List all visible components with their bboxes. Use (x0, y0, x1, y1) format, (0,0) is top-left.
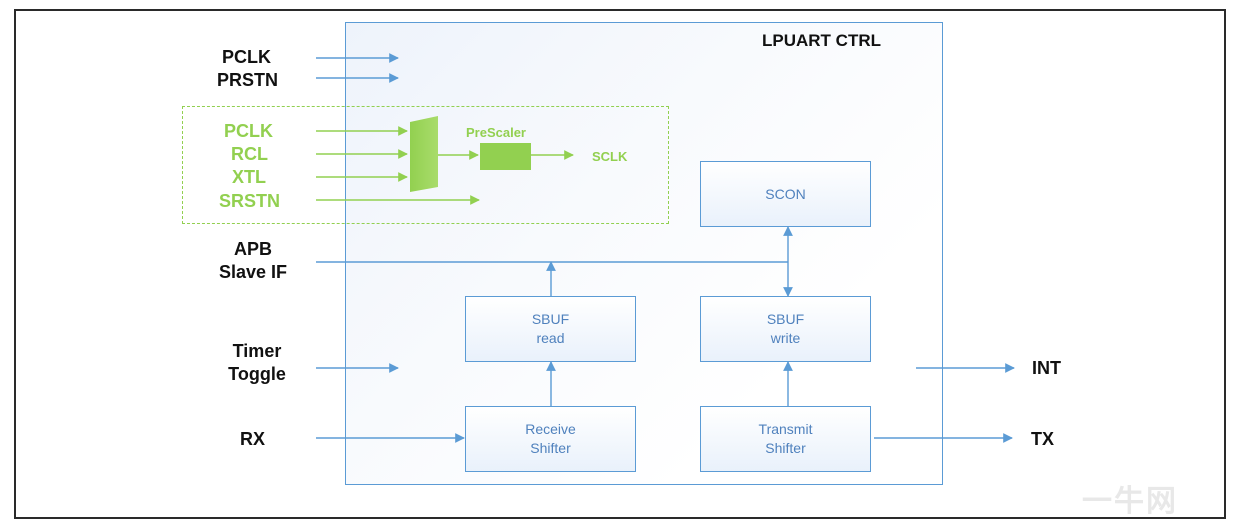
scon-label: SCON (765, 185, 806, 202)
input-pclk-label: PCLK (222, 47, 271, 67)
apb-slave-if-label: APB Slave IF (208, 238, 298, 284)
timer-label-line1: Timer (232, 341, 282, 361)
lpuart-ctrl-title: LPUART CTRL (762, 31, 881, 50)
prescaler-block (480, 143, 531, 170)
clk-xtl-label: XTL (232, 167, 266, 187)
sbuf-write-line2: write (770, 330, 801, 346)
clk-pclk-label: PCLK (224, 121, 273, 141)
clk-rcl-label: RCL (231, 144, 268, 164)
clock-mux (410, 116, 438, 192)
clock-group-box (182, 106, 669, 224)
sclk-label: SCLK (592, 149, 628, 164)
sbuf-write-line1: SBUF (766, 311, 805, 327)
receive-shifter-line2: Shifter (530, 440, 571, 456)
diagram-frame (14, 9, 1226, 519)
tx-label: TX (1031, 429, 1055, 449)
int-label: INT (1032, 358, 1061, 378)
apb-label-line1: APB (233, 239, 272, 259)
timer-toggle-label: Timer Toggle (212, 340, 302, 386)
input-prstn-label: PRSTN (217, 70, 279, 90)
watermark: 一牛网 (1082, 485, 1178, 518)
srstn-label: SRSTN (219, 191, 281, 211)
sbuf-write-block: SBUF write (700, 296, 871, 362)
timer-label-line2: Toggle (228, 364, 286, 384)
sbuf-read-line1: SBUF (531, 311, 570, 327)
prescaler-label: PreScaler (466, 125, 526, 140)
transmit-shifter-line2: Shifter (765, 440, 806, 456)
scon-block: SCON (700, 161, 871, 227)
apb-label-line2: Slave IF (218, 262, 288, 282)
transmit-shifter-line1: Transmit (758, 421, 813, 437)
receive-shifter-line1: Receive (525, 421, 576, 437)
sbuf-read-block: SBUF read (465, 296, 636, 362)
transmit-shifter-block: Transmit Shifter (700, 406, 871, 472)
sbuf-read-line2: read (536, 330, 565, 346)
rx-label: RX (240, 429, 266, 449)
receive-shifter-block: Receive Shifter (465, 406, 636, 472)
